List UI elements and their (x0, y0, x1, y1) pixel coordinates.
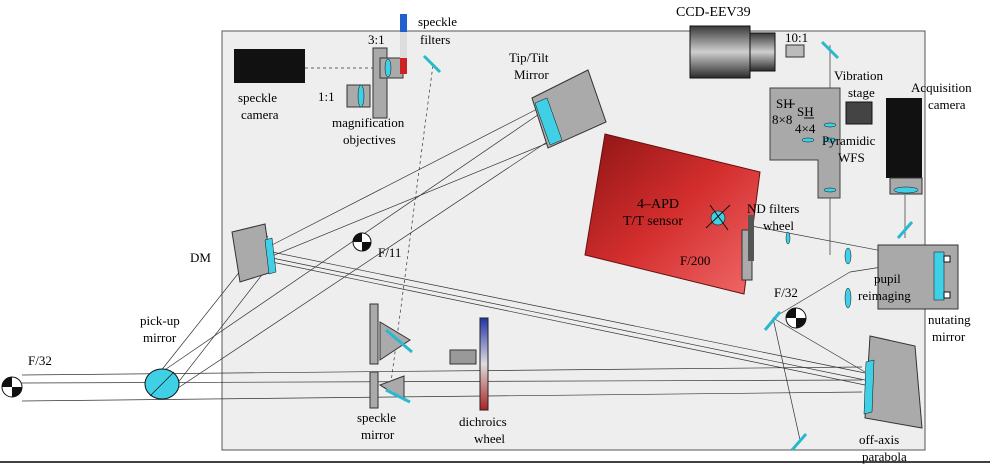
label-dichroics-1: dichroics (459, 414, 507, 429)
label-nd-2: wheel (763, 218, 794, 233)
label-pickup-2: mirror (143, 330, 177, 345)
label-speckle-camera-1: speckle (238, 90, 277, 105)
label-magnification-1: magnification (332, 115, 405, 130)
label-sh4-2: 4×4 (795, 121, 816, 136)
speckle-mirror (369, 303, 413, 409)
speckle-filters (400, 14, 442, 74)
label-tiptilt-1: Tip/Tilt (509, 50, 549, 65)
diagram-labels: CCD-EEV39 10:1 speckle filters 3:1 1:1 s… (28, 5, 972, 464)
label-vibration-1: Vibration (834, 68, 884, 83)
label-dm: DM (190, 250, 211, 265)
pickup-mirror (144, 368, 180, 400)
label-magnification-2: objectives (343, 132, 396, 147)
label-speckle-filters-1: speckle (418, 14, 457, 29)
nd-filters-wheel (741, 215, 852, 281)
label-sh4-1: SH (797, 104, 814, 119)
dichroics-wheel (449, 317, 489, 411)
label-f32-left: F/32 (28, 353, 52, 368)
label-speckle-mirror-1: speckle (357, 410, 396, 425)
label-pyramidic-2: WFS (838, 150, 865, 165)
label-speckle-camera-2: camera (241, 107, 279, 122)
label-pyramidic-1: Pyramidic (822, 133, 876, 148)
label-apd-1: 4–APD (637, 197, 679, 212)
apd-sensor (584, 133, 761, 295)
label-sh8-2: 8×8 (772, 112, 792, 127)
label-acquisition-1: Acquisition (911, 80, 972, 95)
label-ratio-10-1: 10:1 (785, 30, 808, 45)
deformable-mirror (231, 223, 277, 283)
label-ccd: CCD-EEV39 (676, 5, 751, 20)
label-pickup-1: pick-up (140, 313, 180, 328)
speckle-camera (234, 49, 305, 83)
label-apd-2: T/T sensor (623, 214, 683, 229)
wfs-plate (769, 87, 873, 199)
label-speckle-filters-2: filters (420, 32, 450, 47)
label-pupil-1: pupil (874, 271, 901, 286)
tiptilt-mirror (531, 69, 607, 149)
label-f11: F/11 (378, 245, 401, 260)
ccd-camera (689, 25, 840, 79)
acquisition-camera (886, 98, 923, 239)
magnification-objectives (346, 47, 404, 119)
label-nutating-1: nutating (928, 312, 971, 327)
label-pupil-2: reimaging (858, 288, 911, 303)
label-vibration-2: stage (848, 85, 875, 100)
label-dichroics-2: wheel (474, 431, 505, 446)
label-sh8-1: SH (776, 96, 793, 111)
offaxis-parabola (790, 335, 923, 451)
f32-right-focus-marker (763, 307, 807, 331)
label-tiptilt-2: Mirror (514, 67, 549, 82)
label-offaxis-2: parabola (862, 449, 907, 464)
label-ratio-1-1: 1:1 (318, 89, 335, 104)
pupil-reimaging (844, 244, 959, 310)
label-nutating-2: mirror (932, 329, 966, 344)
label-f32-right: F/32 (774, 285, 798, 300)
label-nd-1: ND filters (747, 201, 799, 216)
label-speckle-mirror-2: mirror (361, 427, 395, 442)
label-offaxis-1: off-axis (859, 432, 899, 447)
f32-left-focus-marker (1, 376, 23, 398)
label-acquisition-2: camera (928, 97, 966, 112)
label-f200: F/200 (680, 253, 710, 268)
label-ratio-3-1: 3:1 (368, 32, 385, 47)
f11-focus-marker (352, 232, 372, 252)
